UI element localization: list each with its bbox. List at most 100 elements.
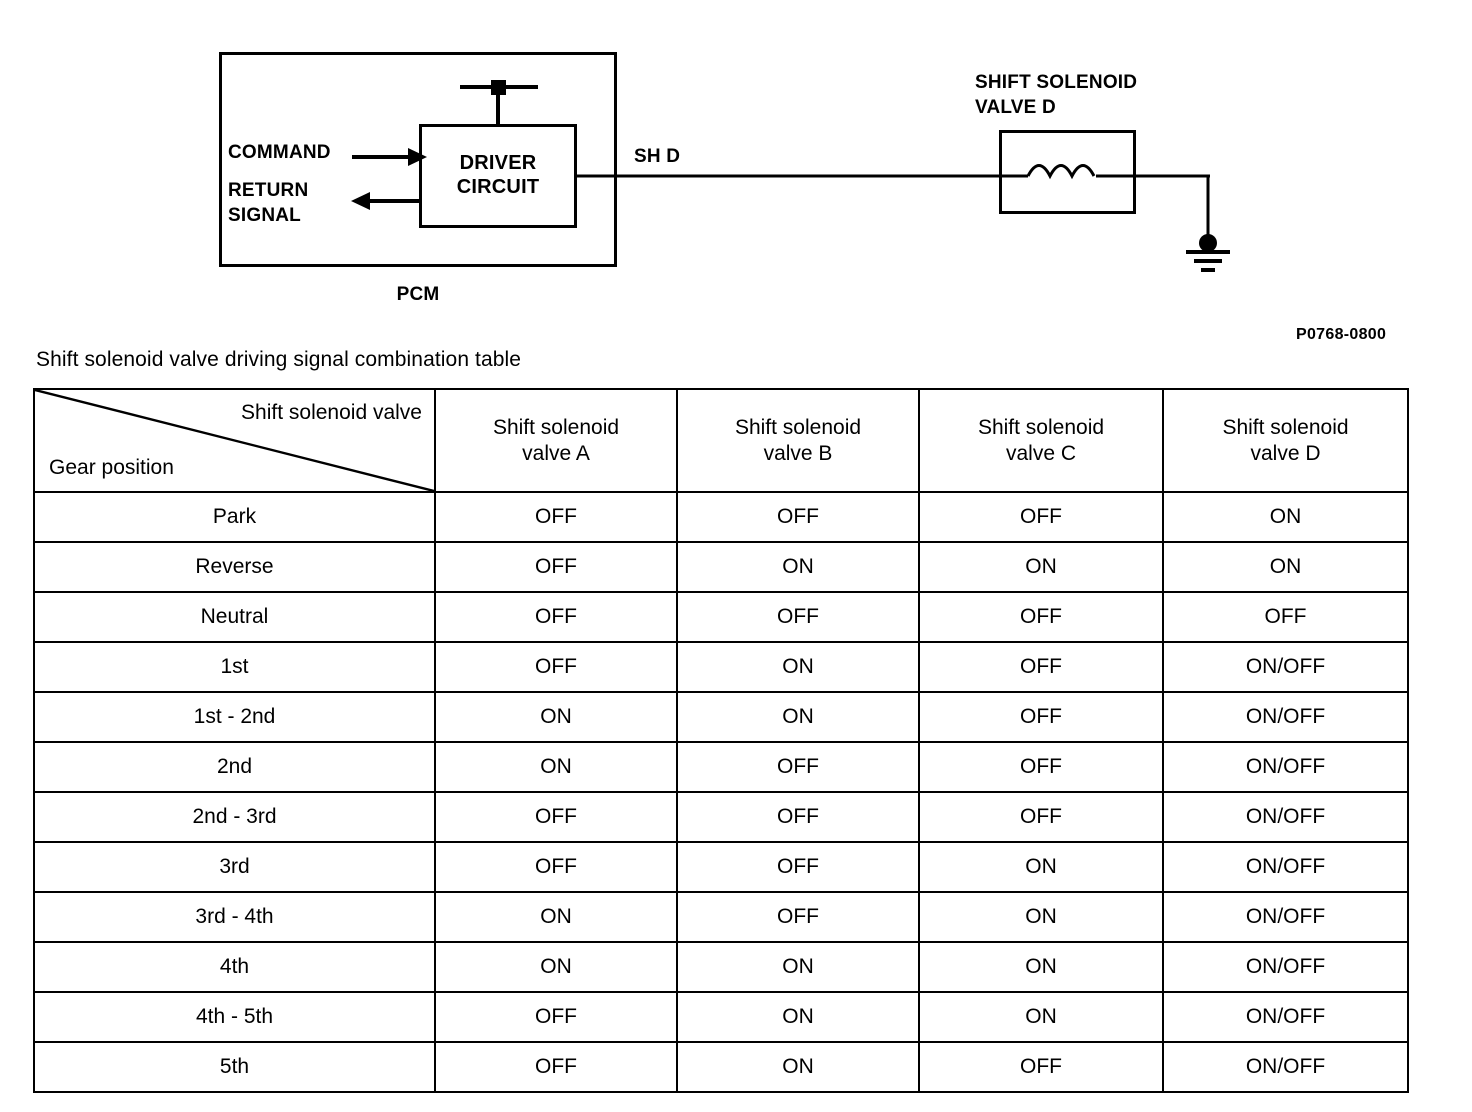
cell-valve-b: OFF xyxy=(676,591,920,643)
cell-valve-d: ON/OFF xyxy=(1162,891,1409,943)
return-signal-label: RETURN SIGNAL xyxy=(228,178,308,228)
cell-valve-a: OFF xyxy=(434,991,678,1043)
cell-valve-c: ON xyxy=(918,541,1164,593)
return-signal-label-line2: SIGNAL xyxy=(228,205,301,227)
pcm-label: PCM xyxy=(396,284,440,305)
column-header-valve-b-line2: valve B xyxy=(763,441,833,465)
driver-circuit-label-line2: CIRCUIT xyxy=(456,176,540,198)
shift-solenoid-valve-d-label-line2: VALVE D xyxy=(975,97,1056,119)
sh-d-wire-label: SH D xyxy=(634,146,681,167)
cell-valve-b: OFF xyxy=(676,741,920,793)
cell-gear-position: Reverse xyxy=(33,541,436,593)
cell-gear-position: 4th xyxy=(33,941,436,993)
cell-valve-c: OFF xyxy=(918,491,1164,543)
cell-valve-d: ON/OFF xyxy=(1162,691,1409,743)
cell-gear-position: 4th - 5th xyxy=(33,991,436,1043)
cell-gear-position: Park xyxy=(33,491,436,543)
solenoid-valve-enclosure xyxy=(999,130,1136,214)
cell-valve-b: ON xyxy=(676,941,920,993)
cell-valve-b: ON xyxy=(676,641,920,693)
cell-valve-a: OFF xyxy=(434,641,678,693)
cell-valve-a: OFF xyxy=(434,591,678,643)
cell-valve-d: ON/OFF xyxy=(1162,791,1409,843)
cell-valve-c: OFF xyxy=(918,691,1164,743)
cell-valve-c: ON xyxy=(918,841,1164,893)
cell-valve-c: OFF xyxy=(918,591,1164,643)
cell-valve-d: ON/OFF xyxy=(1162,941,1409,993)
table-header: Shift solenoid valve Gear position Shift… xyxy=(33,388,1409,493)
cell-valve-a: OFF xyxy=(434,841,678,893)
column-header-valve-d-line2: valve D xyxy=(1250,441,1321,465)
cell-valve-d: ON xyxy=(1162,541,1409,593)
column-header-valve-a-line2: valve A xyxy=(522,441,590,465)
cell-valve-b: OFF xyxy=(676,891,920,943)
column-header-valve-a-line1: Shift solenoid xyxy=(492,415,620,439)
column-header-valve-b-line1: Shift solenoid xyxy=(734,415,862,439)
table-corner-cell: Shift solenoid valve Gear position xyxy=(33,388,436,493)
cell-gear-position: 2nd - 3rd xyxy=(33,791,436,843)
cell-valve-d: ON/OFF xyxy=(1162,1041,1409,1093)
corner-diagonal-divider xyxy=(35,390,434,491)
cell-gear-position: 5th xyxy=(33,1041,436,1093)
cell-gear-position: Neutral xyxy=(33,591,436,643)
column-header-valve-c-line2: valve C xyxy=(1005,441,1077,465)
column-header-valve-c-line1: Shift solenoid xyxy=(977,415,1105,439)
cell-gear-position: 3rd xyxy=(33,841,436,893)
cell-valve-c: OFF xyxy=(918,741,1164,793)
cell-valve-a: OFF xyxy=(434,541,678,593)
shift-solenoid-valve-d-label: SHIFT SOLENOID VALVE D xyxy=(975,70,1137,120)
column-header-valve-c: Shift solenoid valve C xyxy=(918,388,1164,493)
column-header-valve-b: Shift solenoid valve B xyxy=(676,388,920,493)
connector-terminal-lead xyxy=(496,87,500,127)
cell-gear-position: 1st xyxy=(33,641,436,693)
shift-solenoid-combination-table: Shift solenoid valve Gear position Shift… xyxy=(33,388,1409,1093)
cell-gear-position: 3rd - 4th xyxy=(33,891,436,943)
cell-valve-c: OFF xyxy=(918,1041,1164,1093)
table-caption: Shift solenoid valve driving signal comb… xyxy=(36,348,522,371)
cell-valve-d: ON xyxy=(1162,491,1409,543)
cell-valve-c: OFF xyxy=(918,641,1164,693)
cell-valve-a: ON xyxy=(434,741,678,793)
cell-valve-b: ON xyxy=(676,1041,920,1093)
cell-valve-d: ON/OFF xyxy=(1162,991,1409,1043)
cell-valve-b: OFF xyxy=(676,791,920,843)
cell-valve-a: ON xyxy=(434,691,678,743)
figure-reference-code: P0768-0800 xyxy=(1296,326,1387,343)
cell-valve-a: ON xyxy=(434,941,678,993)
circuit-wires xyxy=(351,148,1230,272)
table-header-row: Shift solenoid valve Gear position Shift… xyxy=(33,388,1409,493)
cell-valve-a: OFF xyxy=(434,1041,678,1093)
corner-label-solenoid: Shift solenoid valve xyxy=(241,401,422,424)
circuit-diagram: DRIVER CIRCUIT COMMAND RETURN SIGNAL SH … xyxy=(0,0,1472,360)
return-signal-label-line1: RETURN xyxy=(228,180,309,201)
cell-valve-d: ON/OFF xyxy=(1162,841,1409,893)
cell-valve-c: ON xyxy=(918,891,1164,943)
corner-label-gear-position: Gear position xyxy=(49,456,174,479)
cell-valve-a: OFF xyxy=(434,791,678,843)
cell-valve-b: ON xyxy=(676,541,920,593)
cell-valve-c: ON xyxy=(918,991,1164,1043)
driver-circuit-block: DRIVER CIRCUIT xyxy=(419,124,577,228)
cell-valve-d: OFF xyxy=(1162,591,1409,643)
cell-valve-d: ON/OFF xyxy=(1162,741,1409,793)
column-header-valve-d: Shift solenoid valve D xyxy=(1162,388,1409,493)
cell-valve-d: ON/OFF xyxy=(1162,641,1409,693)
cell-valve-c: OFF xyxy=(918,791,1164,843)
cell-valve-a: OFF xyxy=(434,491,678,543)
cell-valve-a: ON xyxy=(434,891,678,943)
cell-gear-position: 1st - 2nd xyxy=(33,691,436,743)
